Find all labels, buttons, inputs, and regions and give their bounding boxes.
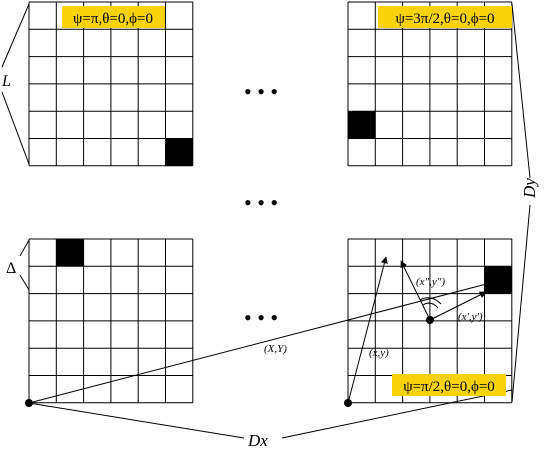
size-bracket-L: L: [1, 3, 30, 165]
origin-point-local: [344, 399, 352, 407]
grid-top-left: [28, 1, 194, 167]
angle-label-top-right: ψ=3π/2,θ=0,ϕ=0: [395, 11, 494, 27]
angle-arc: [419, 297, 442, 305]
filled-cell: [56, 239, 84, 267]
label-delta: Δ: [6, 260, 16, 277]
label-xppypp: (x",y"): [416, 276, 445, 288]
angle-arc-inner: [422, 302, 439, 309]
angle-label-bottom-right: ψ=π/2,θ=0,ϕ=0: [403, 379, 495, 395]
vector-xy: [347, 256, 388, 404]
label-XY: (X,Y): [264, 343, 287, 355]
filled-cell: [165, 138, 193, 166]
vector-xppypp: [400, 260, 431, 321]
vector-XY: [28, 279, 499, 404]
panel-label-top-left: ψ=π,θ=0,ϕ=0: [62, 6, 165, 28]
label-dx: Dx: [247, 431, 268, 450]
grid-bottom-left: [28, 238, 194, 404]
dy-bracket: Dy: [511, 3, 539, 403]
label-xpyp: (x',y'): [458, 311, 483, 323]
rotation-center-point: [426, 316, 434, 324]
cell-size-bracket-delta: Δ: [6, 239, 30, 291]
dx-bracket: Dx: [28, 389, 513, 450]
vectors: [28, 256, 499, 404]
filled-cell: [348, 111, 376, 139]
filled-cell: [484, 266, 512, 294]
angle-label-top-left: ψ=π,θ=0,ϕ=0: [73, 11, 153, 27]
label-L: L: [1, 73, 11, 90]
ellipsis-bottom: • • •: [244, 305, 278, 330]
label-bg: [62, 6, 165, 28]
label-dy: Dy: [520, 178, 539, 199]
panel-label-bottom-right: ψ=π/2,θ=0,ϕ=0: [392, 374, 506, 396]
ellipsis-middle: • • •: [244, 190, 278, 215]
label-bg: [378, 6, 512, 28]
label-xy: (x,y): [369, 347, 389, 359]
grids-layer: [28, 1, 513, 404]
label-bg: [392, 374, 506, 396]
grid-top-right: [347, 1, 513, 167]
panel-label-top-right: ψ=3π/2,θ=0,ϕ=0: [378, 6, 512, 28]
vector-xpyp: [429, 291, 487, 321]
origin-point-global: [25, 399, 33, 407]
ellipsis-top: • • •: [244, 79, 278, 104]
